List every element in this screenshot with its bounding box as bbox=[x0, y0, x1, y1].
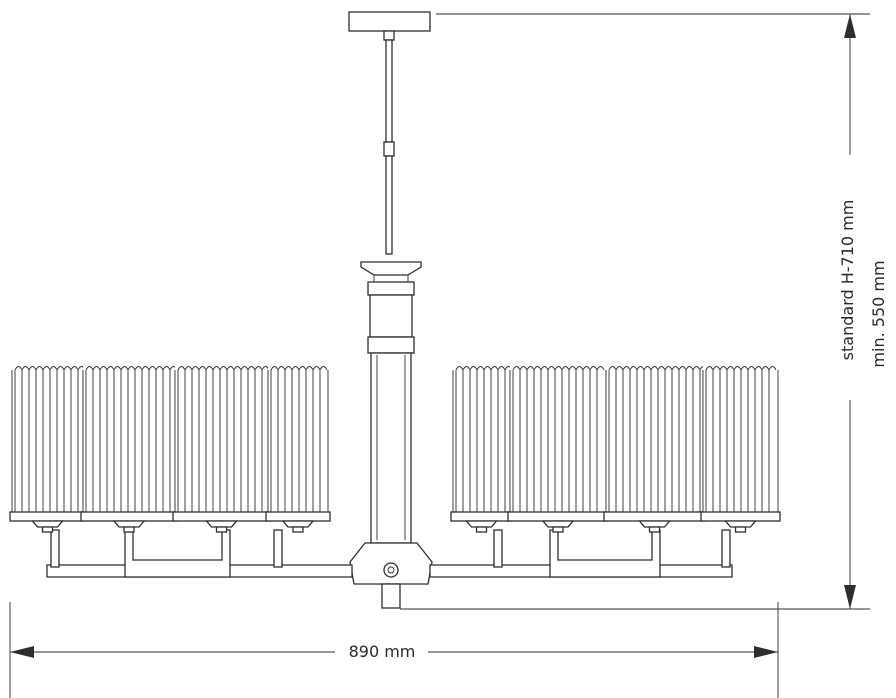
shade-left-3 bbox=[172, 366, 271, 533]
central-column bbox=[349, 261, 433, 609]
ceiling-canopy bbox=[348, 11, 431, 32]
width-dimension: 890 mm bbox=[9, 602, 779, 698]
width-label: 890 mm bbox=[349, 642, 416, 661]
shade-left-4 bbox=[265, 366, 331, 533]
arm-frame-left bbox=[46, 529, 353, 578]
shade-left-2 bbox=[80, 366, 178, 533]
shade-right-3 bbox=[603, 366, 708, 533]
shade-right-1 bbox=[450, 366, 513, 533]
suspension-rod bbox=[383, 30, 395, 255]
shade-left-1 bbox=[9, 366, 86, 533]
width-arrow-left-icon bbox=[10, 646, 34, 658]
height-arrow-top-icon bbox=[844, 14, 856, 38]
height-arrow-bottom-icon bbox=[844, 585, 856, 609]
height-standard-label: standard H-710 mm bbox=[838, 200, 857, 361]
height-min-label: min. 550 mm bbox=[869, 260, 888, 367]
shade-right-2 bbox=[507, 366, 609, 533]
arm-frame-right bbox=[429, 529, 733, 578]
width-arrow-right-icon bbox=[754, 646, 778, 658]
height-dimension: standard H-710 mm min. 550 mm bbox=[400, 13, 888, 610]
shade-right-4 bbox=[700, 366, 781, 533]
